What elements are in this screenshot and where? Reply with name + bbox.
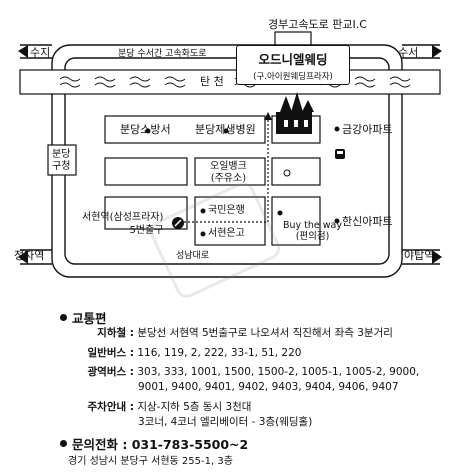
block-bank [194,196,266,246]
wide-bus-line2: 9001, 9400, 9401, 9402, 9403, 9404, 9406… [138,381,399,393]
suji-label: 수지 [30,46,51,59]
transport-title: 교통편 [60,308,107,327]
castle-icon [276,92,314,134]
block-right-mid [271,157,321,186]
route-path [180,118,269,223]
wide-bus-row-2: 9001, 9400, 9401, 9402, 9403, 9404, 9406… [138,382,399,393]
station-exit-line1: 서현역(삼성프라자) [82,212,164,223]
city-hall-label: 분당 구청 [52,149,71,172]
wide-bus-row: 광역버스 : 303, 333, 1001, 1500, 1500-2, 100… [80,366,420,378]
station-exit-label: 서현역(삼성프라자) 5번출구 [82,212,163,237]
phone-title-text: 문의전화 : 031-783-5500~2 [72,437,249,452]
location-map [18,31,442,278]
oilbank-label: 오일뱅크 (주유소) [210,161,247,184]
bus-row: 일반버스 : 116, 119, 2, 222, 33-1, 51, 220 [80,347,302,359]
venue-callout: 오드니엘웨딩 (구.아이원웨딩프라자) [236,45,350,85]
fire-station-label: 분당소방서 [120,123,171,136]
highway-label: 경부고속도로 판교I.C [268,18,367,31]
block-fire-station [104,115,266,144]
geumgang-apt-label: 금강아파트 [342,123,393,136]
yatap-label: 야탑역 [404,249,435,262]
transport-title-text: 교통편 [72,311,107,326]
block-buytheway [271,196,321,246]
wide-bus-line1: 303, 333, 1001, 1500, 1500-2, 1005-1, 10… [137,366,420,378]
wide-bus-label: 광역버스 : [87,366,135,378]
parking-line2: 3코너, 4코너 엘리베이터 - 3층(웨딩홀) [138,416,313,428]
seongnam-road-label: 성남대로 [176,251,210,261]
bus-label: 일반버스 : [87,347,135,359]
bus-icon [335,149,345,159]
venue-subname: (구.아이원웨딩프라자) [253,72,333,82]
kookmin-bank-label: 국민은행 [208,205,245,216]
parking-line1: 지상-지하 5층 동시 3천대 [137,401,252,413]
bullet-icon-2 [60,440,67,447]
venue-name: 오드니엘웨딩 [258,52,328,67]
station-exit-line2: 5번출구 [129,224,164,236]
block-oilbank [194,157,266,186]
subway-exit-icon [172,217,184,229]
phone-title: 문의전화 : 031-783-5500~2 [60,434,248,453]
stream-label: 탄 천 [200,75,224,88]
address-text: 경기 성남시 분당구 서현동 255-1, 3층 [68,456,233,467]
expressway-label: 분당 수서간 고속화도로 [118,49,207,59]
parking-row-2: 3코너, 4코너 엘리베이터 - 3층(웨딩홀) [138,417,312,428]
bus-text: 116, 119, 2, 222, 33-1, 51, 220 [137,347,302,359]
hospital-label: 분당제생병원 [195,123,256,136]
suseo-label: 수서 [398,46,419,59]
parking-row: 주차안내 : 지상-지하 5층 동시 3천대 [80,401,252,413]
parking-label: 주차안내 : [87,401,135,413]
stream-band [19,69,441,95]
subway-label: 지하철 : [97,327,134,339]
seohyeon-label: 서현은고 [208,228,245,239]
bullet-icon [60,314,67,321]
city-hall-box [47,144,77,176]
jeongja-label: 정자역 [14,249,45,262]
block-left-mid [104,157,188,186]
buytheway-label: Buy the way (편의점) [283,220,343,243]
subway-text: 분당선 서현역 5번출구로 나오셔서 직진해서 좌측 3분거리 [137,327,393,339]
subway-row: 지하철 : 분당선 서현역 5번출구로 나오셔서 직진해서 좌측 3분거리 [80,328,393,339]
hanshin-apt-label: 한신아파트 [342,215,393,228]
